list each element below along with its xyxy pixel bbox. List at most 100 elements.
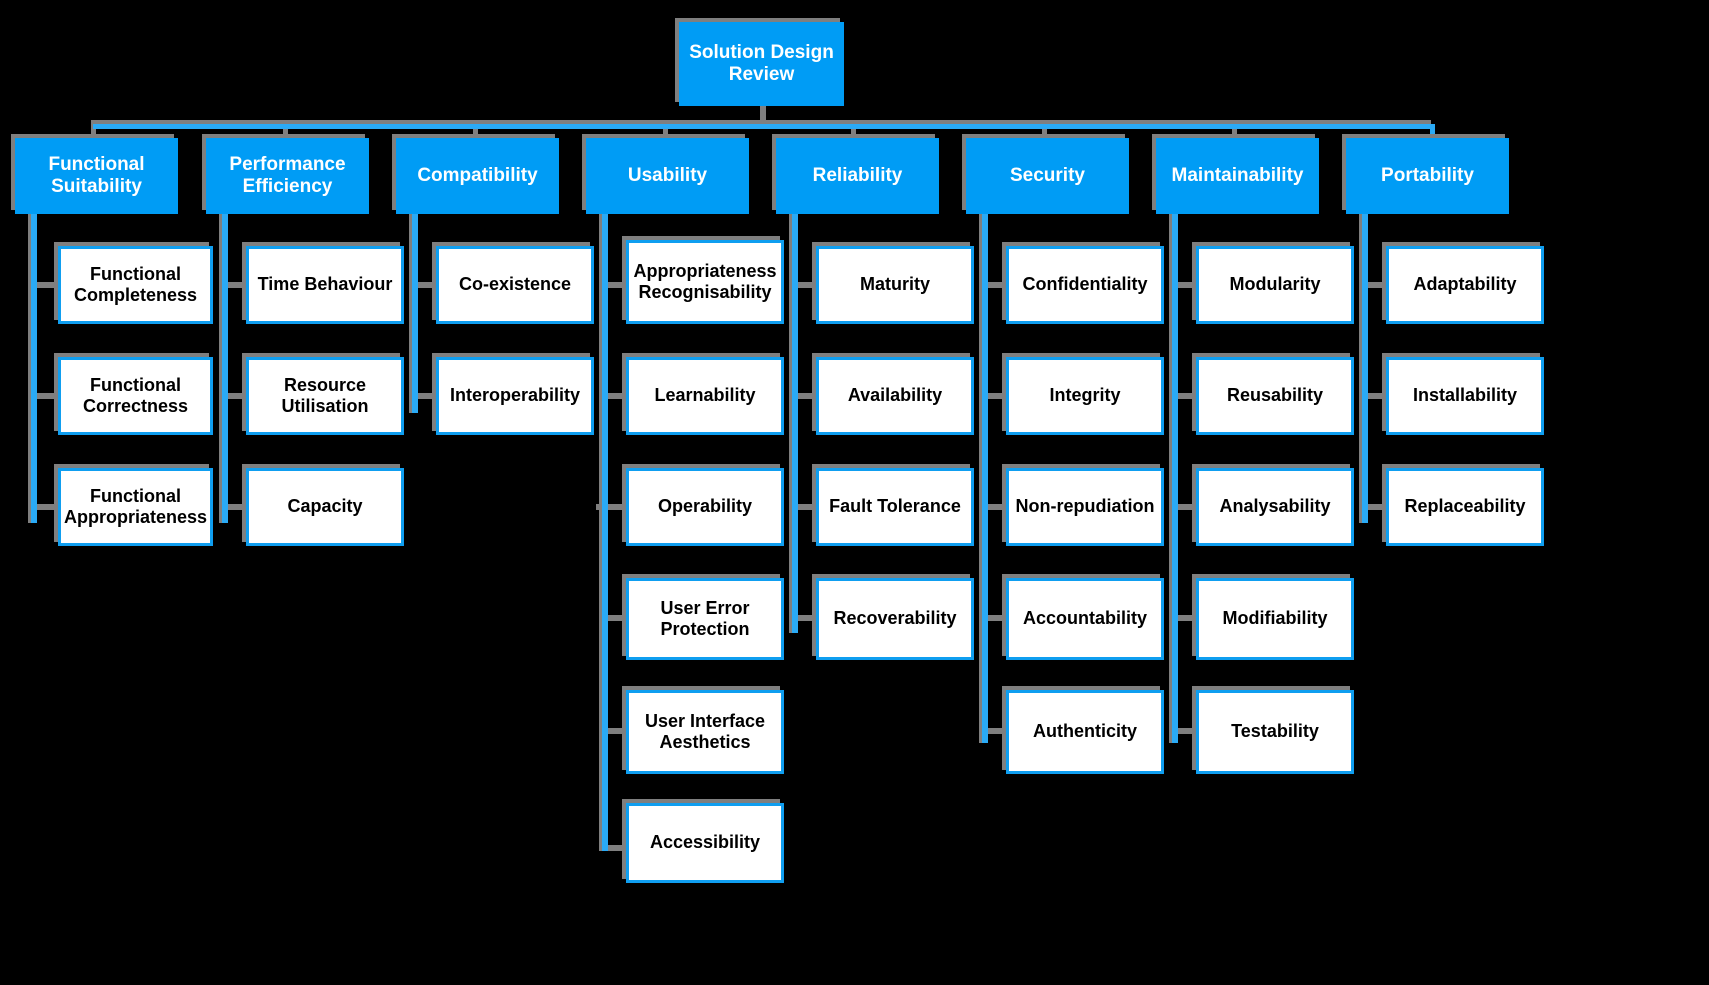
connector-elbow-7-3 — [1172, 504, 1200, 510]
connector-elbow-4-3 — [596, 504, 630, 510]
node-sub-accountability[interactable]: Accountability — [1006, 578, 1164, 660]
connector-elbow-1-3 — [31, 504, 61, 510]
node-sub-functional-appropriateness[interactable]: Functional Appropriateness — [58, 468, 213, 546]
node-label: Functional Suitability — [48, 153, 145, 197]
connector-elbow-8-3 — [1362, 504, 1390, 510]
node-sub-reusability[interactable]: Reusability — [1196, 357, 1354, 435]
node-label: Operability — [657, 496, 753, 517]
node-label: User Interface Aesthetics — [644, 710, 766, 752]
connector-elbow-2-2 — [222, 393, 250, 399]
node-label: Analysability — [1219, 496, 1331, 517]
node-sub-capacity[interactable]: Capacity — [246, 468, 404, 546]
node-sub-non-repudiation[interactable]: Non-repudiation — [1006, 468, 1164, 546]
node-label: Testability — [1231, 721, 1319, 742]
node-sub-authenticity[interactable]: Authenticity — [1006, 690, 1164, 774]
node-sub-resource-utilisation[interactable]: Resource Utilisation — [246, 357, 404, 435]
node-sub-learnability[interactable]: Learnability — [626, 357, 784, 435]
node-sub-time-behaviour[interactable]: Time Behaviour — [246, 246, 404, 324]
connector-drop-cat-5 — [851, 120, 856, 140]
node-label: Time Behaviour — [257, 274, 393, 295]
node-sub-modularity[interactable]: Modularity — [1196, 246, 1354, 324]
connector-elbow-1-2 — [31, 393, 61, 399]
node-sub-analysability[interactable]: Analysability — [1196, 468, 1354, 546]
node-label: User Error Protection — [660, 597, 750, 639]
node-sub-user-error-protection[interactable]: User Error Protection — [626, 578, 784, 660]
node-label: Capacity — [287, 496, 363, 517]
connector-drop-cat-6 — [1042, 120, 1047, 140]
node-label: Usability — [627, 164, 708, 186]
node-category-reliability[interactable]: Reliability — [776, 138, 939, 214]
node-label: Reliability — [812, 164, 903, 186]
node-sub-user-interface-aesthetics[interactable]: User Interface Aesthetics — [626, 690, 784, 774]
node-category-maintainability[interactable]: Maintainability — [1156, 138, 1319, 214]
node-label: Replaceability — [1404, 496, 1526, 517]
connector-elbow-8-1 — [1362, 282, 1390, 288]
node-label: Co-existence — [458, 274, 572, 295]
node-label: Reusability — [1226, 385, 1324, 406]
node-sub-adaptability[interactable]: Adaptability — [1386, 246, 1544, 324]
node-label: Integrity — [1049, 385, 1121, 406]
node-label: Maintainability — [1171, 164, 1304, 186]
node-label: Functional Completeness — [73, 263, 198, 305]
node-label: Learnability — [654, 385, 756, 406]
connector-spine-col-3 — [412, 213, 418, 413]
connector-elbow-6-2 — [982, 393, 1010, 399]
node-root-solution-design-review[interactable]: Solution Design Review — [679, 22, 844, 106]
node-sub-replaceability[interactable]: Replaceability — [1386, 468, 1544, 546]
node-sub-installability[interactable]: Installability — [1386, 357, 1544, 435]
connector-elbow-4-4 — [602, 615, 630, 621]
connector-elbow-3-1 — [412, 282, 440, 288]
connector-root-stem — [760, 106, 766, 128]
connector-elbow-6-3 — [982, 504, 1010, 510]
connector-elbow-7-1 — [1172, 282, 1200, 288]
node-sub-confidentiality[interactable]: Confidentiality — [1006, 246, 1164, 324]
connector-spine-col-7 — [1172, 213, 1178, 743]
node-label: Security — [1010, 164, 1085, 186]
connector-spine-col-1 — [31, 213, 37, 523]
node-sub-appropriateness-recognisability[interactable]: Appropriateness Recognisability — [626, 240, 784, 324]
node-sub-operability[interactable]: Operability — [626, 468, 784, 546]
node-label: Installability — [1412, 385, 1518, 406]
connector-elbow-2-1 — [222, 282, 250, 288]
connector-elbow-6-5 — [982, 728, 1010, 734]
node-category-compatibility[interactable]: Compatibility — [396, 138, 559, 214]
connector-spine-col-2 — [222, 213, 228, 523]
node-label: Portability — [1381, 164, 1474, 186]
node-category-usability[interactable]: Usability — [586, 138, 749, 214]
node-sub-functional-completeness[interactable]: Functional Completeness — [58, 246, 213, 324]
node-sub-functional-correctness[interactable]: Functional Correctness — [58, 357, 213, 435]
node-label: Compatibility — [417, 164, 538, 186]
connector-elbow-2-3 — [222, 504, 250, 510]
connector-drop-cat-1 — [91, 120, 96, 140]
connector-spine-col-8 — [1362, 213, 1368, 523]
node-label: Accountability — [1022, 608, 1147, 629]
node-sub-recoverability[interactable]: Recoverability — [816, 578, 974, 660]
node-sub-fault-tolerance[interactable]: Fault Tolerance — [816, 468, 974, 546]
node-label: Modularity — [1229, 274, 1321, 295]
node-sub-co-existence[interactable]: Co-existence — [436, 246, 594, 324]
node-label: Accessibility — [649, 832, 761, 853]
connector-elbow-4-5 — [602, 728, 630, 734]
node-category-functional-suitability[interactable]: Functional Suitability — [15, 138, 178, 214]
connector-spine-col-5 — [792, 213, 798, 633]
node-category-security[interactable]: Security — [966, 138, 1129, 214]
node-sub-availability[interactable]: Availability — [816, 357, 974, 435]
node-sub-interoperability[interactable]: Interoperability — [436, 357, 594, 435]
node-sub-integrity[interactable]: Integrity — [1006, 357, 1164, 435]
node-label: Solution Design Review — [689, 41, 834, 85]
node-label: Modifiability — [1222, 608, 1328, 629]
node-sub-maturity[interactable]: Maturity — [816, 246, 974, 324]
connector-elbow-7-5 — [1172, 728, 1200, 734]
node-label: Non-repudiation — [1015, 496, 1155, 517]
connector-spine-col-4 — [602, 213, 608, 851]
node-sub-accessibility[interactable]: Accessibility — [626, 803, 784, 883]
node-label: Appropriateness Recognisability — [633, 260, 777, 302]
node-label: Functional Correctness — [82, 374, 189, 416]
connector-drop-cat-2 — [283, 120, 288, 140]
node-category-performance-efficiency[interactable]: Performance Efficiency — [206, 138, 369, 214]
node-label: Authenticity — [1032, 721, 1137, 742]
node-sub-modifiability[interactable]: Modifiability — [1196, 578, 1354, 660]
node-sub-testability[interactable]: Testability — [1196, 690, 1354, 774]
node-category-portability[interactable]: Portability — [1346, 138, 1509, 214]
